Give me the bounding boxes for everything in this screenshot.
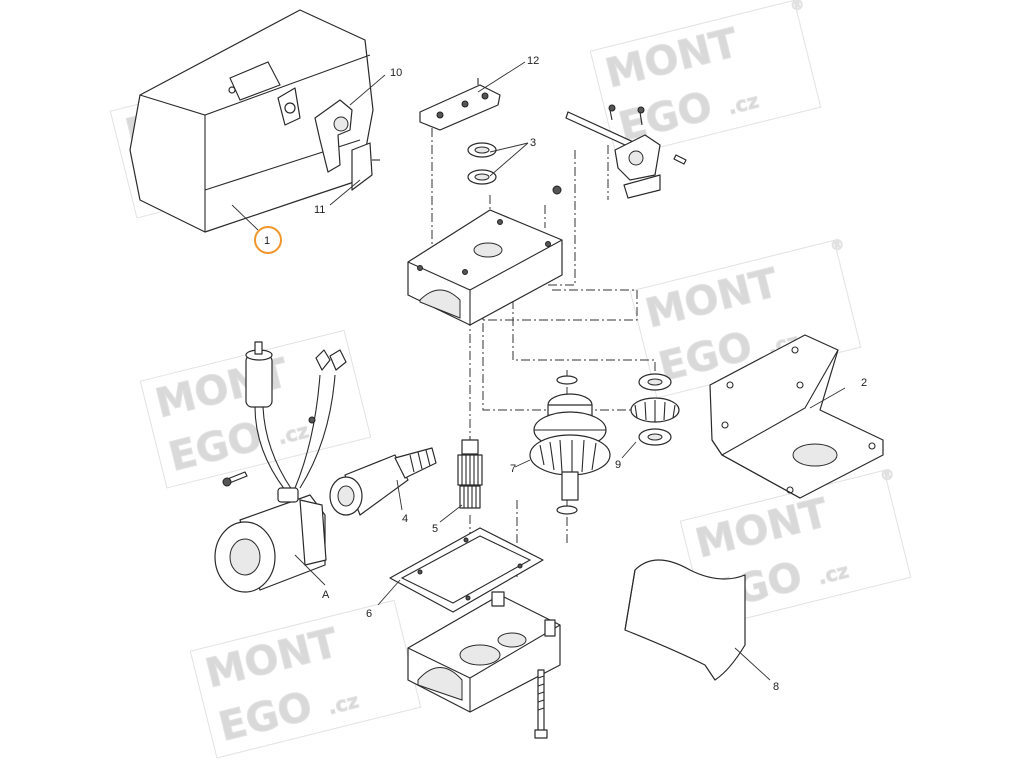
leader-lines — [231, 61, 846, 681]
callout-12: 12 — [527, 55, 539, 67]
callout-7: 7 — [510, 463, 516, 475]
callout-10: 10 — [390, 67, 402, 79]
callout-6: 6 — [366, 608, 372, 620]
part-pinion — [457, 439, 483, 509]
watermark-word-1: MONT — [601, 20, 743, 97]
callout-A: A — [322, 589, 330, 601]
part-nut — [552, 185, 562, 195]
part-long-bolt — [534, 669, 548, 739]
callouts: 1 10 11 12 3 2 4 5 7 9 A 6 8 — [254, 55, 867, 693]
watermark-bottom-left: MONT EGO .cz — [189, 599, 422, 759]
part-mounting-bracket — [709, 334, 884, 499]
callout-5: 5 — [432, 523, 438, 535]
callout-9: 9 — [615, 459, 621, 471]
watermark-registered: ® — [879, 466, 896, 485]
part-manual-sheet — [624, 559, 746, 681]
part-gasket — [389, 527, 544, 613]
callout-4: 4 — [402, 513, 408, 525]
highlight-ring — [254, 226, 282, 254]
part-clips — [467, 142, 497, 185]
watermark-top-right: MONT EGO .cz ® — [589, 0, 822, 159]
watermark-suffix: .cz — [275, 418, 311, 449]
callout-3: 3 — [530, 137, 536, 149]
watermark-suffix: .cz — [325, 688, 361, 719]
part-motor — [214, 487, 327, 593]
part-screw-small — [222, 471, 248, 487]
part-rotor — [329, 447, 437, 516]
part-lower-housing — [407, 591, 561, 713]
watermark-word-1: MONT — [201, 620, 343, 697]
watermark-word-2: EGO — [214, 683, 317, 750]
part-plate — [351, 142, 380, 191]
part-capacitor — [245, 341, 347, 491]
part-main-gear — [529, 375, 611, 515]
watermark-suffix: .cz — [725, 88, 761, 119]
watermark-word-1: MONT — [641, 260, 783, 337]
part-top-bracket — [419, 78, 501, 131]
callout-2: 2 — [861, 377, 867, 389]
callout-11: 11 — [314, 204, 325, 216]
watermark-word-1: MONT — [691, 490, 833, 567]
watermark-word-2: EGO — [164, 413, 267, 480]
watermark-suffix: .cz — [815, 558, 851, 589]
watermark-registered: ® — [829, 236, 846, 255]
part-small-gear — [630, 373, 680, 446]
watermark-registered: ® — [789, 0, 806, 15]
part-lock-handle — [277, 87, 353, 173]
callout-8: 8 — [773, 681, 779, 693]
part-upper-housing — [407, 209, 563, 326]
part-release-mechanism — [565, 104, 687, 199]
callout-1: 1 — [264, 235, 270, 247]
